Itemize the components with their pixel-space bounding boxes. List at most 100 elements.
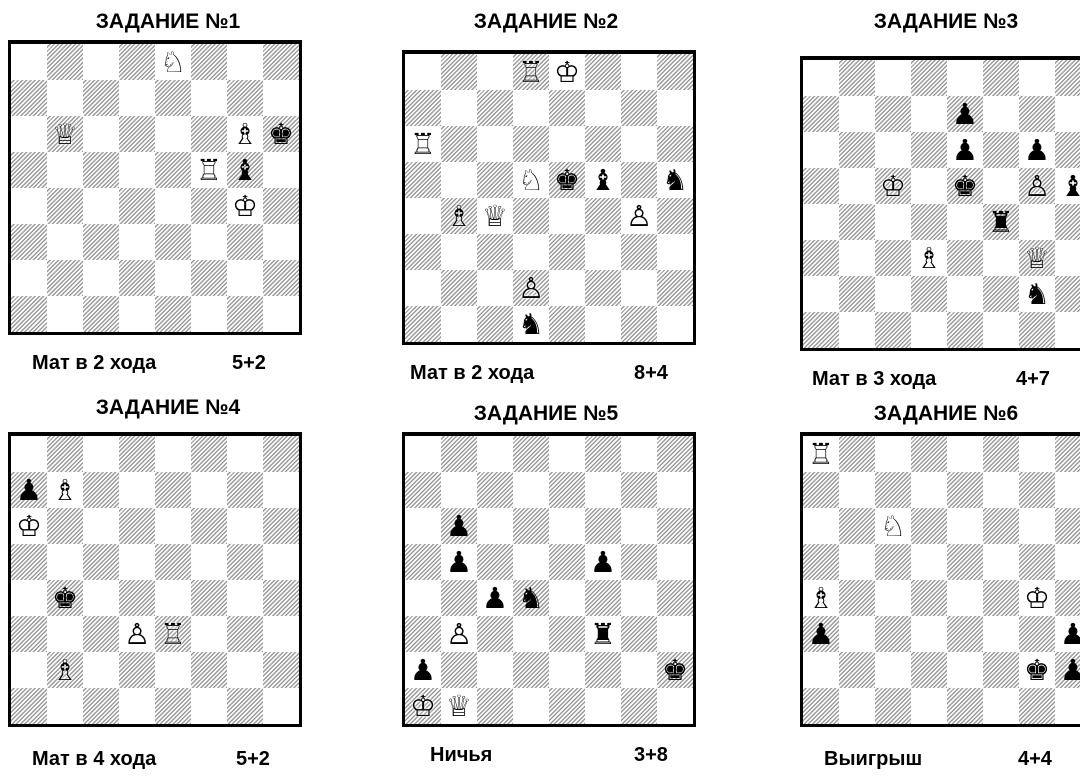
square-d3 bbox=[119, 224, 155, 260]
square-a4 bbox=[405, 198, 441, 234]
square-f8 bbox=[191, 436, 227, 472]
square-c5 bbox=[875, 544, 911, 580]
problem-3-count: 4+7 bbox=[1016, 368, 1050, 391]
square-a1 bbox=[803, 688, 839, 724]
square-c4 bbox=[83, 188, 119, 224]
square-b6 bbox=[839, 132, 875, 168]
white-pawn-icon: ♙ bbox=[441, 616, 477, 652]
square-f2 bbox=[983, 276, 1019, 312]
problem-5-board: ♟♟♟♟♞♙♜♟♚♔♕ bbox=[402, 432, 696, 727]
square-d7 bbox=[911, 472, 947, 508]
square-a5 bbox=[803, 168, 839, 204]
square-h1 bbox=[263, 296, 299, 332]
square-g1 bbox=[227, 688, 263, 724]
square-a5 bbox=[11, 544, 47, 580]
square-h7 bbox=[657, 90, 693, 126]
square-d5 bbox=[911, 168, 947, 204]
square-e7 bbox=[155, 472, 191, 508]
square-f2 bbox=[191, 260, 227, 296]
square-g4: ♔ bbox=[1019, 580, 1055, 616]
square-h2 bbox=[263, 260, 299, 296]
square-f1 bbox=[983, 688, 1019, 724]
square-b8 bbox=[839, 436, 875, 472]
problem-4-task: Мат в 4 хода bbox=[32, 748, 156, 771]
square-g7 bbox=[1019, 96, 1055, 132]
white-king-icon: ♔ bbox=[549, 54, 585, 90]
square-h5 bbox=[1055, 544, 1080, 580]
square-d6 bbox=[119, 508, 155, 544]
problem-2-title: ЗАДАНИЕ №2 bbox=[396, 10, 696, 34]
square-g8 bbox=[227, 436, 263, 472]
square-e2 bbox=[155, 260, 191, 296]
problem-2-board: ♖♔♖♘♚♝♞♗♕♙♙♞ bbox=[402, 50, 696, 345]
square-e2 bbox=[155, 652, 191, 688]
square-f3: ♜ bbox=[585, 616, 621, 652]
square-a3 bbox=[405, 616, 441, 652]
square-h2 bbox=[657, 270, 693, 306]
square-b2 bbox=[441, 652, 477, 688]
black-pawn-icon: ♟ bbox=[947, 96, 983, 132]
square-d3 bbox=[513, 234, 549, 270]
black-knight-icon: ♞ bbox=[513, 306, 549, 342]
square-b8 bbox=[47, 436, 83, 472]
square-d8 bbox=[119, 44, 155, 80]
square-h1 bbox=[657, 306, 693, 342]
black-king-icon: ♚ bbox=[947, 168, 983, 204]
square-d5 bbox=[119, 152, 155, 188]
black-king-icon: ♚ bbox=[1019, 652, 1055, 688]
square-e8 bbox=[947, 436, 983, 472]
black-knight-icon: ♞ bbox=[657, 162, 693, 198]
square-b4 bbox=[441, 580, 477, 616]
square-b1 bbox=[441, 306, 477, 342]
square-d2: ♙ bbox=[513, 270, 549, 306]
square-h6 bbox=[657, 126, 693, 162]
square-h5: ♞ bbox=[657, 162, 693, 198]
square-a7 bbox=[405, 90, 441, 126]
square-d4 bbox=[911, 204, 947, 240]
square-c7 bbox=[477, 90, 513, 126]
square-d8 bbox=[513, 436, 549, 472]
square-b2 bbox=[839, 652, 875, 688]
white-pawn-icon: ♙ bbox=[513, 270, 549, 306]
white-bishop-icon: ♗ bbox=[227, 116, 263, 152]
square-h1 bbox=[263, 688, 299, 724]
square-g7 bbox=[1019, 472, 1055, 508]
square-g6 bbox=[227, 508, 263, 544]
square-g6 bbox=[621, 508, 657, 544]
square-d2 bbox=[911, 652, 947, 688]
white-queen-icon: ♕ bbox=[47, 116, 83, 152]
square-d5: ♘ bbox=[513, 162, 549, 198]
square-a3 bbox=[11, 224, 47, 260]
square-d7 bbox=[119, 80, 155, 116]
square-h4 bbox=[1055, 580, 1080, 616]
square-b2 bbox=[839, 276, 875, 312]
square-e4 bbox=[155, 188, 191, 224]
square-c5 bbox=[83, 544, 119, 580]
square-e6 bbox=[155, 116, 191, 152]
square-b6 bbox=[47, 508, 83, 544]
square-c5 bbox=[477, 544, 513, 580]
square-g5: ♝ bbox=[227, 152, 263, 188]
square-h6: ♚ bbox=[263, 116, 299, 152]
square-f7 bbox=[983, 472, 1019, 508]
square-c4 bbox=[875, 204, 911, 240]
square-h3 bbox=[1055, 240, 1080, 276]
square-b3 bbox=[441, 234, 477, 270]
square-e5: ♚ bbox=[549, 162, 585, 198]
square-h1 bbox=[1055, 312, 1080, 348]
square-f4 bbox=[585, 198, 621, 234]
square-h5 bbox=[657, 544, 693, 580]
square-a7 bbox=[803, 96, 839, 132]
square-f2 bbox=[585, 652, 621, 688]
square-c1 bbox=[875, 312, 911, 348]
black-pawn-icon: ♟ bbox=[1019, 132, 1055, 168]
square-g7 bbox=[621, 472, 657, 508]
square-b6 bbox=[839, 508, 875, 544]
black-king-icon: ♚ bbox=[549, 162, 585, 198]
square-c8 bbox=[83, 44, 119, 80]
square-b6: ♟ bbox=[441, 508, 477, 544]
black-pawn-icon: ♟ bbox=[1055, 652, 1080, 688]
square-d1 bbox=[119, 688, 155, 724]
square-e8 bbox=[549, 436, 585, 472]
problem-4-board: ♟♗♔♚♙♖♗ bbox=[8, 432, 302, 727]
